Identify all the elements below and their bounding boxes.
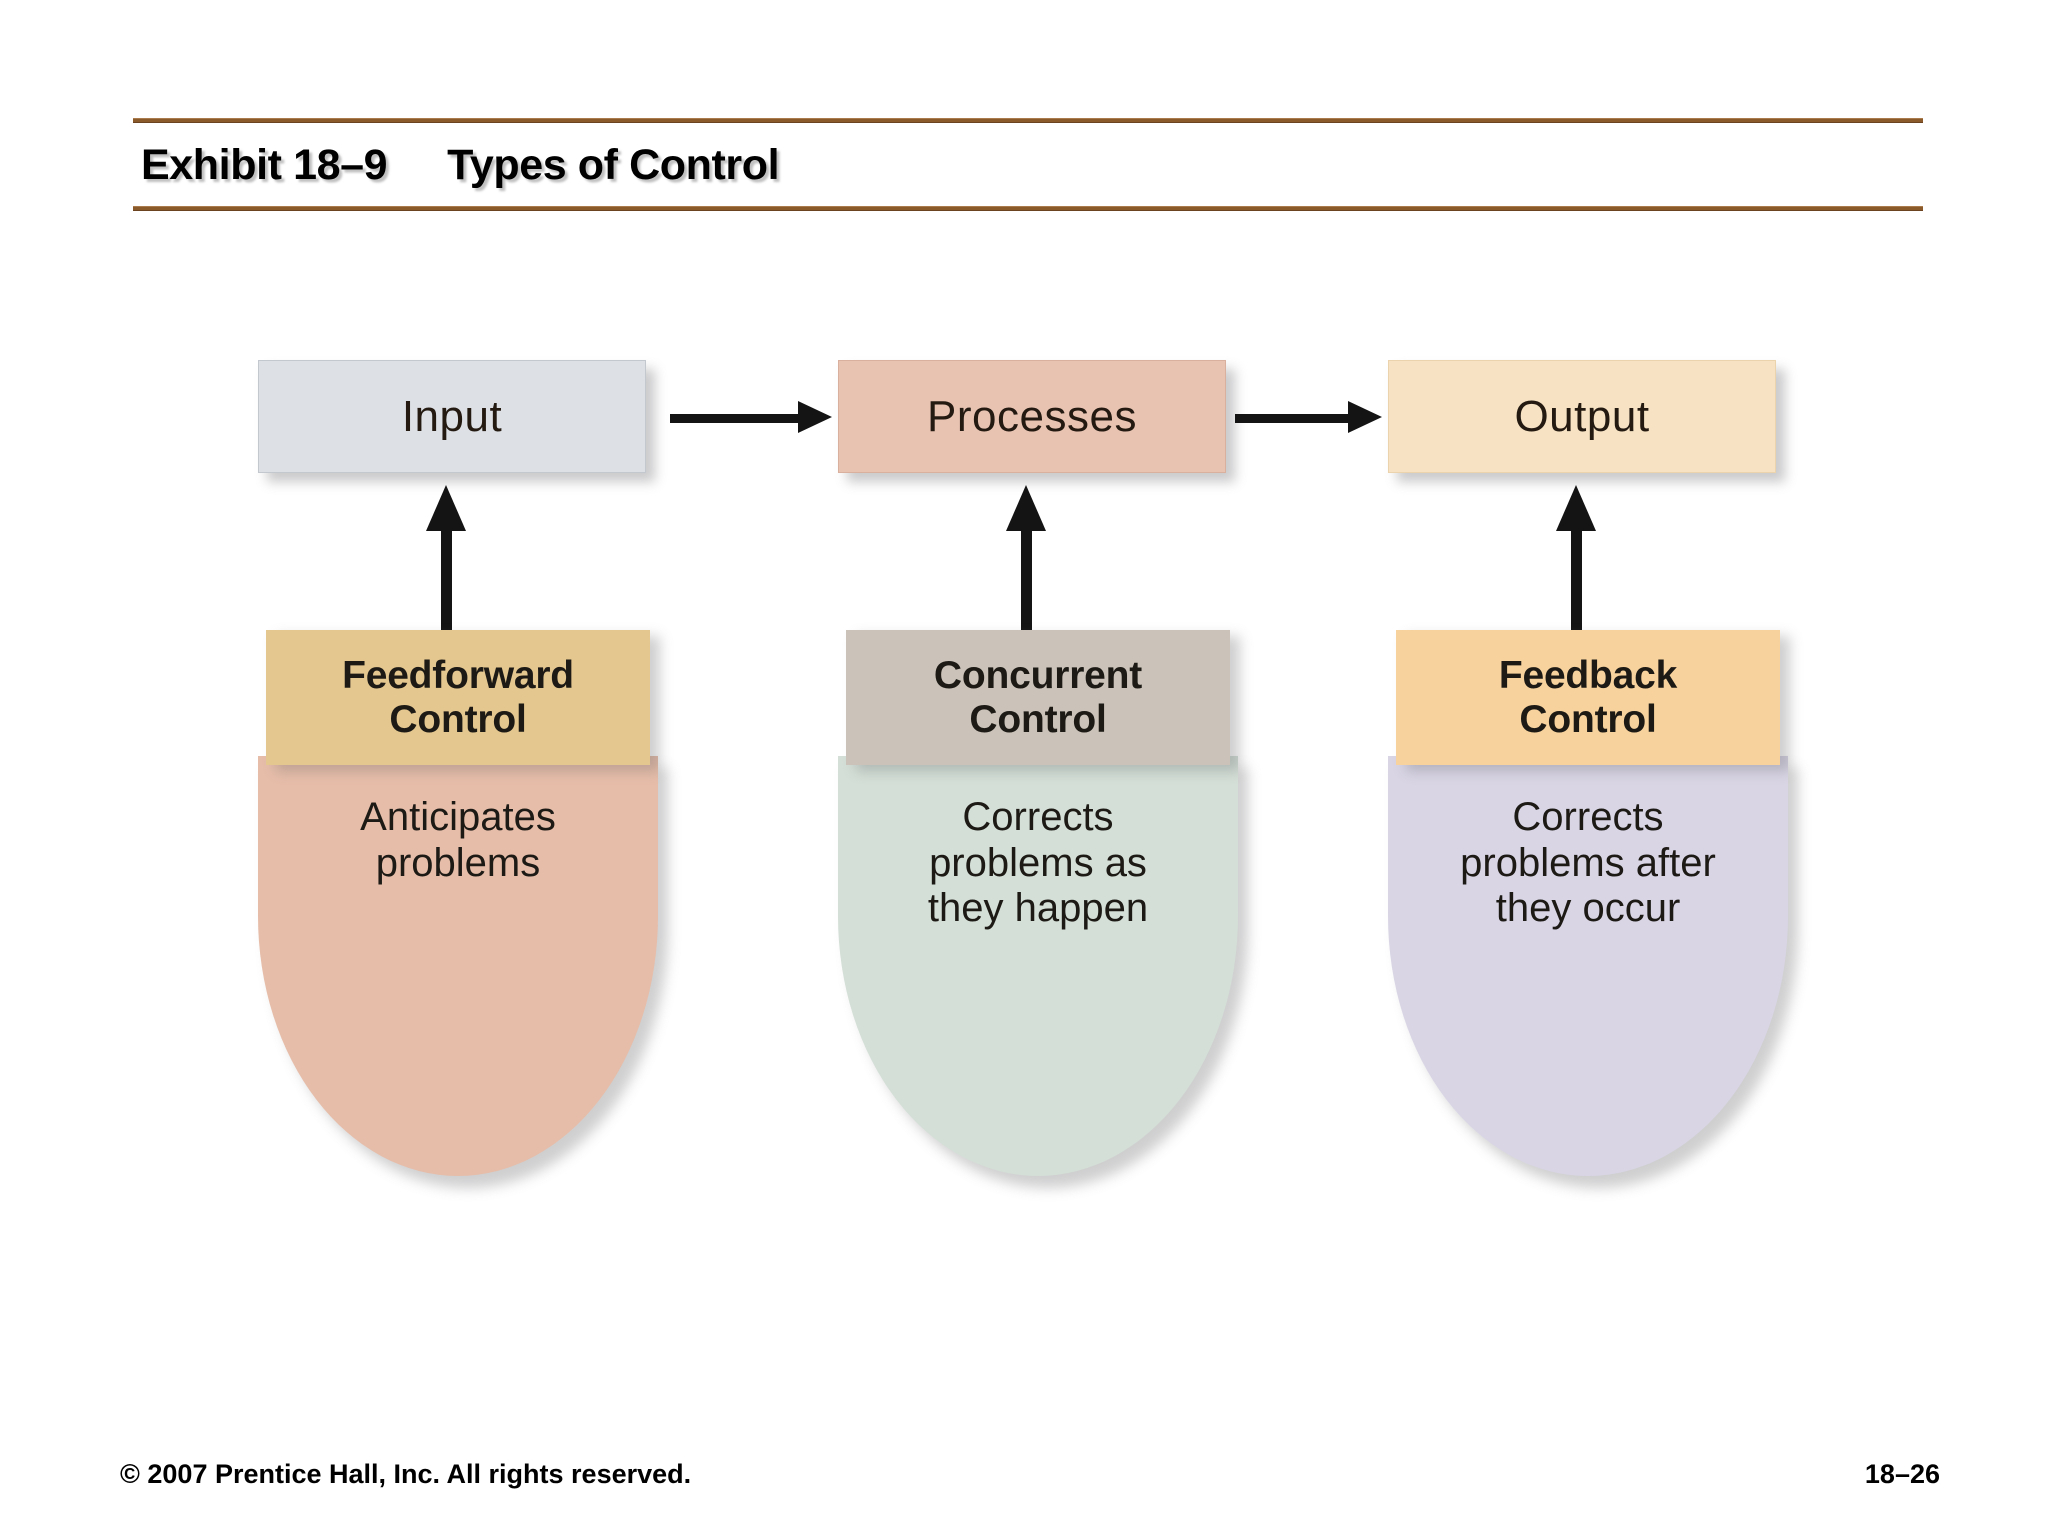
shield-body-concurrent	[838, 756, 1238, 1176]
control-desc-line: they happen	[927, 886, 1149, 931]
flow-box-processes-label: Processes	[927, 391, 1137, 441]
control-desc-line: problems	[375, 840, 541, 885]
flow-box-input: Input	[258, 360, 646, 473]
shield-body-feedforward	[258, 756, 658, 1176]
shield-cap-concurrent: Concurrent Control	[846, 630, 1230, 765]
control-desc-line: they occur	[1495, 886, 1681, 931]
flow-box-output: Output	[1388, 360, 1776, 473]
flow-box-processes: Processes	[838, 360, 1226, 473]
control-desc-line: Anticipates	[360, 795, 556, 839]
control-desc-line: problems as	[929, 840, 1147, 885]
flow-box-output-label: Output	[1514, 391, 1650, 441]
types-of-control-diagram: Input Feedforward Control Anticipates pr…	[0, 330, 2048, 1176]
exhibit-label: Exhibit 18–9	[141, 141, 388, 189]
input-to-processes-arrow	[670, 401, 845, 433]
header-rule-bottom	[133, 206, 1923, 211]
shield-description-concurrent: Corrects problems as they happen	[838, 795, 1238, 932]
arrow-head-icon	[798, 401, 832, 433]
control-title-line1: Concurrent	[933, 653, 1143, 697]
control-desc-line: Corrects	[962, 795, 1114, 839]
control-desc-line: Corrects	[1512, 795, 1664, 839]
arrow-shaft	[670, 414, 813, 423]
footer-copyright: © 2007 Prentice Hall, Inc. All rights re…	[120, 1459, 692, 1489]
control-title-line2: Control	[969, 697, 1107, 741]
shield-description-feedforward: Anticipates problems	[258, 795, 658, 886]
processes-to-output-arrow	[1235, 401, 1395, 433]
control-title-line1: Feedback	[1498, 653, 1678, 697]
control-title-line1: Feedforward	[342, 653, 574, 697]
feedforward-to-input-arrow	[426, 485, 466, 633]
header-rule-top	[133, 118, 1923, 123]
page-title: Exhibit 18–9 Types of Control	[133, 123, 1923, 206]
concurrent-to-processes-arrow	[1006, 485, 1046, 633]
arrow-shaft	[1021, 521, 1032, 633]
control-desc-line: problems after	[1460, 840, 1716, 885]
flow-box-input-label: Input	[401, 391, 503, 441]
arrow-shaft	[1235, 414, 1363, 423]
footer-page-number: 18–26	[1864, 1459, 1940, 1489]
exhibit-title: Types of Control	[447, 141, 780, 189]
control-title-line2: Control	[1519, 697, 1657, 741]
feedback-to-output-arrow	[1556, 485, 1596, 633]
shield-body-feedback	[1388, 756, 1788, 1176]
shield-cap-feedback: Feedback Control	[1396, 630, 1780, 765]
control-title-line2: Control	[389, 697, 527, 741]
arrow-shaft	[441, 521, 452, 633]
slide-header: Exhibit 18–9 Types of Control	[133, 118, 1923, 211]
arrow-head-icon	[1348, 401, 1382, 433]
shield-cap-feedforward: Feedforward Control	[266, 630, 650, 765]
arrow-shaft	[1571, 521, 1582, 633]
shield-description-feedback: Corrects problems after they occur	[1388, 795, 1788, 932]
